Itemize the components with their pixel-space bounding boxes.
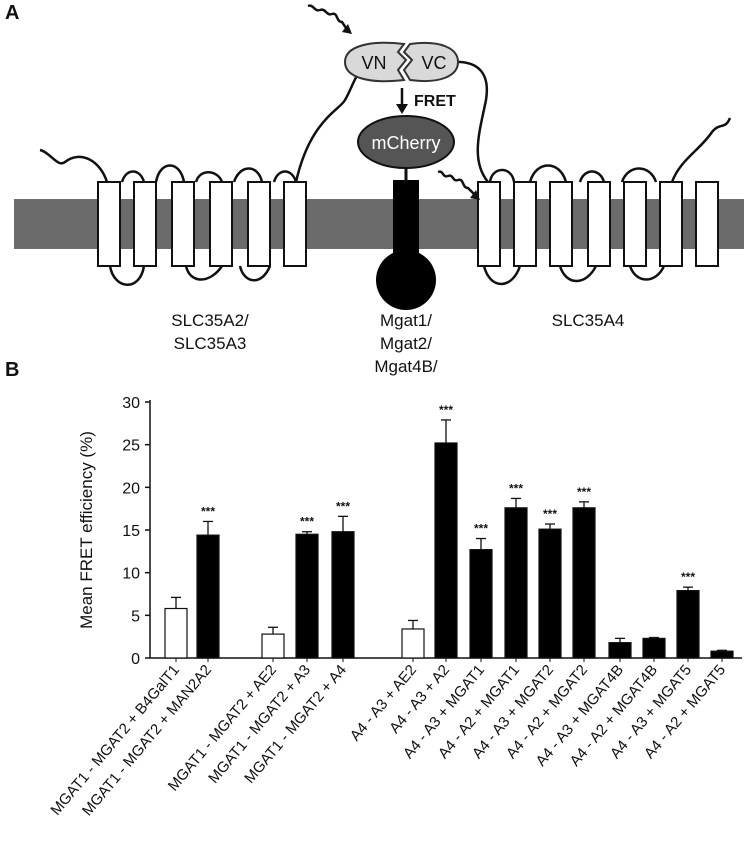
bar [261,633,285,659]
vc-linker [451,60,489,183]
y-tick-label: 0 [131,651,140,668]
tm-helix [283,181,307,267]
mgat-label-1: Mgat1/ [380,311,432,330]
bar [331,531,355,659]
bar [608,642,632,659]
vc-fragment [402,42,460,82]
bar [538,528,562,659]
y-tick-label: 15 [122,523,140,540]
tm-helix [209,181,233,267]
bar [710,650,734,659]
vn-label: VN [361,53,386,73]
emission-arrow-1 [437,170,475,195]
y-tick-label: 5 [131,608,140,625]
mgat-label-3: Mgat4B/ [374,357,438,376]
significance-label: *** [474,522,488,536]
y-tick-label: 30 [122,395,140,412]
bar [196,534,220,659]
mgat-catalytic-domain [376,250,436,310]
bar [504,507,528,659]
y-axis-label: Mean FRET efficiency (%) [77,431,96,629]
excitation-arrow-1 [307,4,348,29]
transporter-loops [39,60,732,286]
x-category-label: MGAT1 - MGAT2 + B4GalT1 [47,662,183,819]
mcherry-fluorophore: mCherry [357,115,455,169]
right-transporter-label: SLC35A4 [552,311,625,330]
tm-helix [659,181,683,267]
bar [401,628,425,659]
transporter-slc35a2-a3 [97,181,307,267]
tm-helix [97,181,121,267]
y-tick-label: 10 [122,566,140,583]
panel-b-letter: B [5,359,19,381]
mgat-protein [376,180,436,310]
tm-helix [247,181,271,267]
mcherry-label: mCherry [371,133,440,153]
left-n-tail [39,148,109,183]
tm-helix [695,181,719,267]
bar [676,589,700,659]
excitation-arrows [307,4,475,195]
bar [572,507,596,659]
y-tick-label: 20 [122,480,140,497]
tm-helix [171,181,195,267]
tm-helix [133,181,157,267]
vc-label: VC [421,53,446,73]
x-category-label: MGAT1 - MGAT2 + MAN2A2 [79,662,215,820]
bar [469,549,493,659]
vn-fragment [343,41,408,83]
significance-label: *** [300,515,314,529]
bar [164,607,188,659]
left-transporter-label-1: SLC35A2/ [171,311,249,330]
tm-helix [623,181,647,267]
transporter-slc35a4 [477,181,719,267]
significance-label: *** [201,504,215,518]
right-c-tail [670,117,732,183]
significance-label: *** [509,481,523,495]
tm-helix [587,181,611,267]
panel-a-letter: A [5,2,19,24]
fret-bar-chart: Mean FRET efficiency (%) 0 5 10 15 20 25 30MGA… [47,395,742,819]
mgat-label-2: Mgat2/ [380,334,432,353]
split-venus: VN VC [343,41,460,83]
bar [295,533,319,659]
tm-helix [477,181,501,267]
significance-label: *** [543,507,557,521]
left-transporter-label-2: SLC35A3 [174,334,247,353]
bar [642,637,666,659]
vn-linker [294,68,363,183]
bar [434,442,458,659]
significance-label: *** [439,403,453,417]
fret-label: FRET [414,93,456,110]
significance-label: *** [681,570,695,584]
tm-helix [513,181,537,267]
significance-label: *** [336,499,350,513]
significance-label: *** [577,485,591,499]
tm-helix [549,181,573,267]
y-tick-label: 25 [122,438,140,455]
